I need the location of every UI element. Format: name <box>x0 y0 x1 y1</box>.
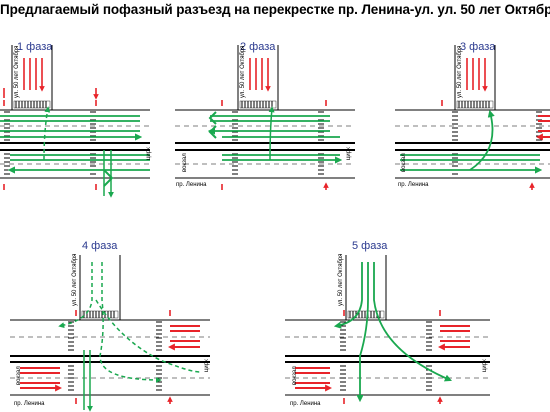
phase-2-diagram: 2 фаза ул. 50 лет Октября вокзал цирк пр… <box>175 41 355 190</box>
avenue-label: пр. Ленина <box>176 182 207 188</box>
phase-label: 3 фаза <box>460 41 496 53</box>
cross-street-label: ул. 50 лет Октября <box>338 254 344 306</box>
cross-street-label: ул. 50 лет Октября <box>240 46 246 98</box>
circus-label: цирк <box>482 359 488 372</box>
avenue-label: пр. Ленина <box>398 182 429 188</box>
circus-label: цирк <box>146 147 152 160</box>
phase-3-diagram: 3 фаза ул. 50 лет Октября вокзал пр. Лен… <box>395 41 550 190</box>
cross-street-label: ул. 50 лет Октября <box>14 46 20 98</box>
station-label: вокзал <box>401 153 407 172</box>
station-label: вокзал <box>292 366 298 385</box>
phase-5-diagram: 5 фаза ул. 50 лет Октября вокзал цирк пр… <box>285 240 490 407</box>
station-label: вокзал <box>182 153 188 172</box>
avenue-label: пр. Ленина <box>290 401 321 407</box>
cross-street-label: ул. 50 лет Октября <box>457 46 463 98</box>
phase-1-diagram: 1 фаза ул. 50 лет Октября цирк <box>0 41 152 196</box>
phase-label: 2 фаза <box>240 41 276 53</box>
station-label: вокзал <box>16 366 22 385</box>
avenue-label: пр. Ленина <box>14 401 45 407</box>
phase-label: 4 фаза <box>82 240 118 252</box>
cross-street-label: ул. 50 лет Октября <box>72 254 78 306</box>
circus-label: цирк <box>346 147 352 160</box>
circus-label: цирк <box>204 359 210 372</box>
page-title: Предлагаемый пофазный разъезд на перекре… <box>0 2 550 17</box>
phase-label: 1 фаза <box>17 41 53 53</box>
phase-label: 5 фаза <box>352 240 388 252</box>
phase-4-diagram: 4 фаза ул. 50 лет Октября вокзал цирк пр… <box>10 240 210 410</box>
